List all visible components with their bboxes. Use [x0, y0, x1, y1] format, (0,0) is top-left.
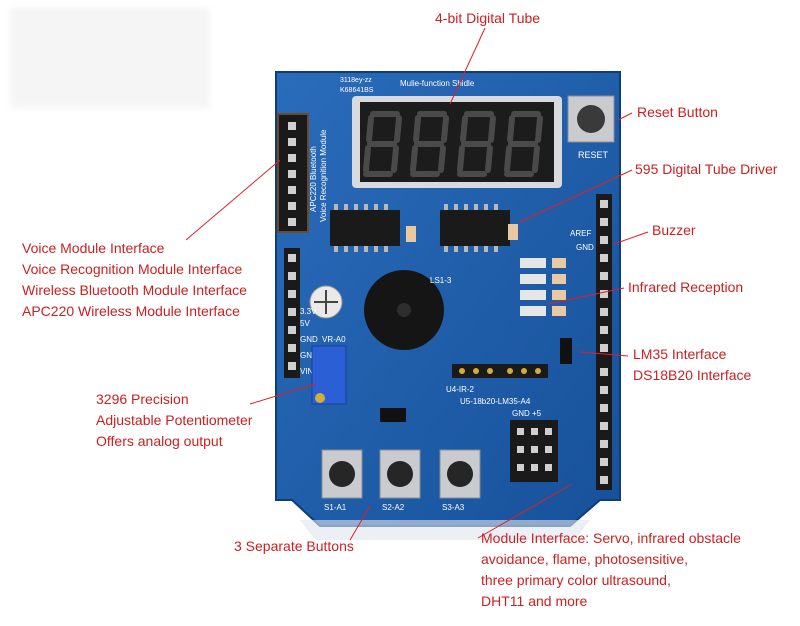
label-reset-button: Reset Button	[637, 104, 718, 120]
label-buttons: 3 Separate Buttons	[234, 538, 354, 554]
voice-label: Voice Recognition Module	[319, 129, 328, 222]
voice-line-1: Voice Module Interface	[22, 240, 165, 256]
pin-vin: VIN	[300, 367, 314, 376]
pin-3v3: 3.3V	[300, 307, 317, 316]
digital-header-pins	[600, 200, 608, 484]
pot-line-1: 3296 Precision	[96, 391, 189, 407]
module-line-2: avoidance, flame, photosensitive,	[481, 551, 689, 567]
reset-button-cap	[577, 105, 605, 133]
pin-gnd: GND	[300, 335, 318, 344]
board-title: Mulie-function Shidle	[400, 79, 475, 88]
module-line-3: three primary color ultrasound,	[481, 572, 671, 588]
label-buzzer: Buzzer	[652, 222, 696, 238]
jumper-j2[interactable]	[380, 408, 406, 422]
bt-label: APC220 Bluetooth	[309, 146, 318, 212]
pot-line-3: Offers analog output	[96, 433, 223, 449]
label-infrared: Infrared Reception	[628, 279, 744, 295]
lm35-line-1: LM35 Interface	[633, 346, 727, 362]
power-header-pins	[288, 254, 296, 370]
driver-chip-u2	[440, 210, 510, 246]
digital-header[interactable]	[596, 194, 612, 490]
vr-label: VR-A0	[322, 335, 346, 344]
label-digital-tube: 4-bit Digital Tube	[435, 10, 541, 26]
tube-digits	[363, 111, 543, 177]
model-code: 3118ey-zz	[340, 77, 372, 84]
s2-label: S2-A2	[382, 503, 405, 512]
reset-label: RESET	[578, 150, 609, 160]
label-module-interface: Module Interface: Servo, infrared obstac…	[481, 528, 741, 612]
lm35-line-2: DS18B20 Interface	[633, 367, 752, 383]
pcb-shadow	[300, 520, 590, 540]
push-buttons[interactable]	[321, 449, 481, 499]
s1-label: S1-A1	[324, 503, 347, 512]
voice-header-pins	[288, 122, 296, 226]
ls-label: LS1-3	[430, 276, 452, 285]
sensor-socket-pins	[459, 368, 541, 374]
label-potentiometer: 3296 Precision Adjustable Potentiometer …	[96, 389, 252, 452]
leader-lines	[185, 27, 649, 541]
buzzer-hole	[397, 303, 411, 317]
label-lm35: LM35 Interface DS18B20 Interface	[633, 344, 751, 386]
potentiometer-screw[interactable]	[315, 393, 325, 403]
voice-line-3: Wireless Bluetooth Module Interface	[22, 282, 247, 298]
label-tube-driver: 595 Digital Tube Driver	[635, 161, 778, 177]
pin-gnd2: GND	[300, 351, 318, 360]
jumper-right[interactable]	[560, 338, 572, 364]
faded-watermark	[10, 8, 210, 108]
module-line-4: DHT11 and more	[481, 593, 588, 609]
voice-line-4: APC220 Wireless Module Interface	[22, 303, 240, 319]
capacitor-c2	[508, 224, 518, 240]
module-interface-pins	[517, 428, 552, 471]
driver-chip-u3	[330, 210, 400, 246]
gnd-right-label: GND	[576, 243, 594, 252]
module-line-1: Module Interface: Servo, infrared obstac…	[481, 530, 741, 546]
model-sub: K68641BS	[340, 87, 374, 94]
gnd5-label: GND +5	[512, 409, 542, 418]
voice-line-2: Voice Recognition Module Interface	[22, 261, 243, 277]
sensor-socket[interactable]	[452, 364, 548, 378]
s3-label: S3-A3	[442, 503, 465, 512]
aref-label: AREF	[570, 229, 591, 238]
u5-label: U5-18b20-LM35-A4	[460, 397, 531, 406]
pot-line-2: Adjustable Potentiometer	[96, 412, 253, 428]
capacitor-c3	[406, 226, 416, 242]
chip-pins	[334, 204, 498, 252]
u4-label: U4-IR-2	[446, 385, 475, 394]
led-array	[520, 258, 566, 316]
pin-5v: 5V	[300, 319, 310, 328]
label-voice-module: Voice Module Interface Voice Recognition…	[22, 238, 247, 322]
